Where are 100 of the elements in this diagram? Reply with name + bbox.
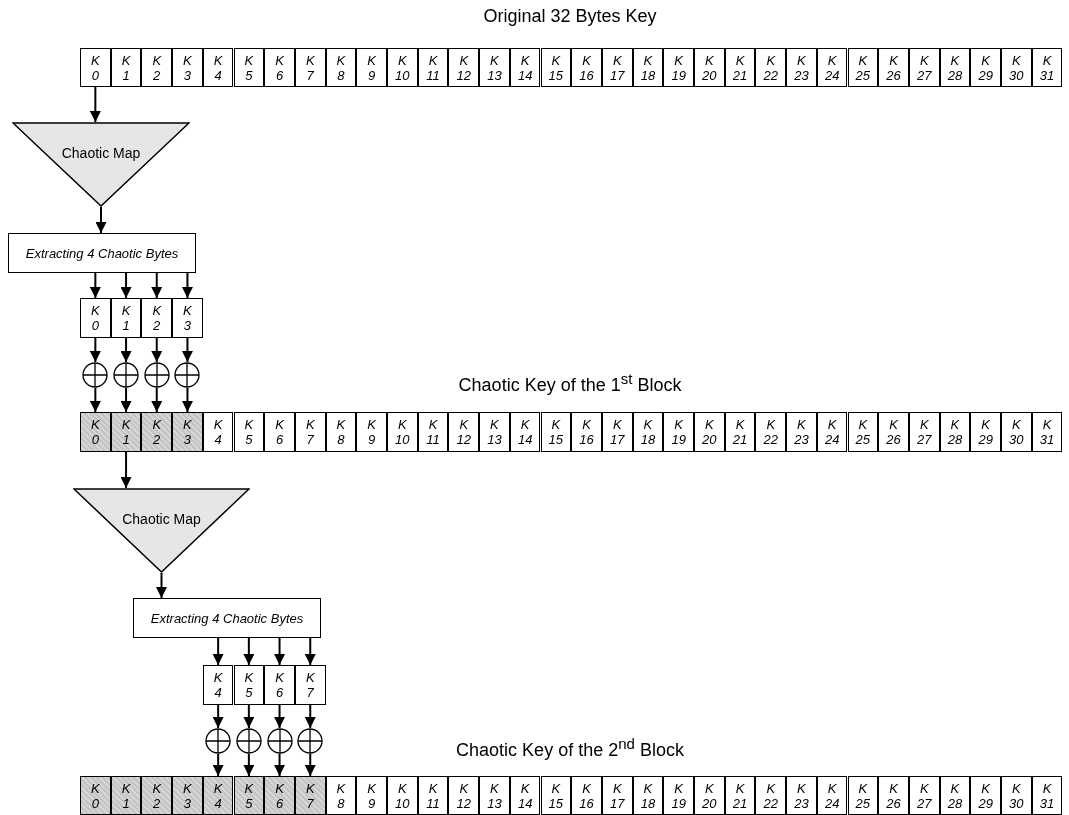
arrow xyxy=(181,337,193,363)
arrow xyxy=(95,206,107,234)
arrow xyxy=(243,637,255,666)
key-byte-cell: K 13 xyxy=(479,412,510,452)
arrow xyxy=(89,387,101,413)
arrow xyxy=(274,753,286,777)
key-byte-cell: K 14 xyxy=(509,776,541,815)
arrow xyxy=(156,572,167,599)
key-byte-cell: K 19 xyxy=(663,776,694,815)
key-byte-cell: K 31 xyxy=(1031,48,1063,87)
key-byte-cell: K 17 xyxy=(601,412,633,452)
key-byte-cell: K 24 xyxy=(816,412,848,452)
key-byte-cell: K 22 xyxy=(755,48,787,87)
key-byte-cell: K 6 xyxy=(264,776,295,815)
key-byte-cell: K 23 xyxy=(786,48,817,87)
arrow xyxy=(304,637,316,666)
key-byte-cell: K 10 xyxy=(387,48,418,87)
arrow xyxy=(304,753,316,777)
key-byte-cell: K 6 xyxy=(264,665,295,705)
key-byte-cell: K 26 xyxy=(878,412,909,452)
key-byte-cell: K 10 xyxy=(387,776,418,815)
key-byte-cell: K 15 xyxy=(540,48,572,87)
arrow xyxy=(212,704,224,729)
key-byte-cell: K 29 xyxy=(970,48,1001,87)
key-byte-cell: K 30 xyxy=(1001,412,1032,452)
key-byte-cell: K 31 xyxy=(1031,776,1063,815)
key-byte-cell: K 20 xyxy=(694,776,725,815)
key-byte-cell: K 6 xyxy=(264,48,295,87)
key-byte-cell: K 16 xyxy=(571,776,602,815)
key-byte-cell: K 0 xyxy=(80,412,111,452)
key-byte-cell: K 27 xyxy=(908,412,940,452)
arrow xyxy=(274,637,286,666)
process-box: Extracting 4 Chaotic Bytes xyxy=(133,598,321,638)
process-box: Extracting 4 Chaotic Bytes xyxy=(8,233,196,273)
key-byte-cell: K 0 xyxy=(80,298,111,338)
key-byte-cell: K 25 xyxy=(847,412,879,452)
key-byte-cell: K 14 xyxy=(509,48,541,87)
arrow xyxy=(304,704,316,729)
key-byte-cell: K 16 xyxy=(571,48,602,87)
arrow xyxy=(243,704,255,729)
arrow xyxy=(151,337,163,363)
key-byte-cell: K 25 xyxy=(847,776,879,815)
map-label: Chaotic Map xyxy=(61,144,141,161)
key-byte-cell: K 26 xyxy=(878,776,909,815)
row-heading: Original 32 Bytes Key xyxy=(483,6,657,27)
row-heading: Chaotic Key of the 2$^{nd}$ Block xyxy=(456,735,684,761)
key-byte-cell: K 15 xyxy=(540,776,572,815)
arrow xyxy=(212,637,224,666)
arrow xyxy=(181,387,193,413)
key-byte-cell: K 20 xyxy=(694,48,725,87)
key-byte-cell: K 22 xyxy=(755,776,787,815)
key-byte-cell: K 7 xyxy=(294,48,326,87)
key-byte-cell: K 17 xyxy=(601,48,633,87)
key-byte-cell: K 30 xyxy=(1001,48,1032,87)
key-byte-cell: K 2 xyxy=(141,298,173,338)
key-byte-cell: K 27 xyxy=(908,776,940,815)
key-byte-cell: K 18 xyxy=(632,776,664,815)
key-byte-cell: K 1 xyxy=(110,298,142,338)
key-byte-cell: K 25 xyxy=(847,48,879,87)
key-byte-cell: K 3 xyxy=(172,412,203,452)
key-byte-cell: K 9 xyxy=(356,776,387,815)
key-byte-cell: K 22 xyxy=(755,412,787,452)
key-byte-cell: K 4 xyxy=(202,412,234,452)
key-byte-cell: K 28 xyxy=(939,776,971,815)
arrow xyxy=(120,272,132,299)
key-byte-cell: K 11 xyxy=(417,412,449,452)
key-byte-cell: K 5 xyxy=(233,48,265,87)
key-byte-cell: K 11 xyxy=(417,48,449,87)
key-byte-cell: K 11 xyxy=(417,776,449,815)
key-byte-cell: K 14 xyxy=(509,412,541,452)
key-byte-cell: K 28 xyxy=(939,48,971,87)
key-byte-cell: K 16 xyxy=(571,412,602,452)
key-byte-cell: K 27 xyxy=(908,48,940,87)
key-byte-cell: K 8 xyxy=(325,48,357,87)
key-byte-cell: K 8 xyxy=(325,412,357,452)
key-byte-cell: K 10 xyxy=(387,412,418,452)
key-byte-cell: K 18 xyxy=(632,412,664,452)
key-byte-cell: K 0 xyxy=(80,48,111,87)
key-byte-cell: K 2 xyxy=(141,412,173,452)
key-byte-cell: K 6 xyxy=(264,412,295,452)
key-byte-cell: K 28 xyxy=(939,412,971,452)
key-byte-cell: K 2 xyxy=(141,776,173,815)
key-byte-cell: K 5 xyxy=(233,412,265,452)
key-byte-cell: K 24 xyxy=(816,776,848,815)
arrow xyxy=(151,387,163,413)
arrow xyxy=(181,272,193,299)
key-byte-cell: K 5 xyxy=(233,776,265,815)
arrow xyxy=(274,704,286,729)
key-byte-cell: K 8 xyxy=(325,776,357,815)
key-byte-cell: K 9 xyxy=(356,48,387,87)
key-byte-cell: K 3 xyxy=(172,48,203,87)
key-byte-cell: K 1 xyxy=(110,412,142,452)
key-byte-cell: K 12 xyxy=(448,412,480,452)
arrow xyxy=(212,753,224,777)
key-byte-cell: K 3 xyxy=(172,776,203,815)
key-byte-cell: K 29 xyxy=(970,776,1001,815)
key-byte-cell: K 30 xyxy=(1001,776,1032,815)
key-byte-cell: K 7 xyxy=(294,776,326,815)
key-byte-cell: K 7 xyxy=(294,665,326,705)
key-byte-cell: K 21 xyxy=(724,48,756,87)
